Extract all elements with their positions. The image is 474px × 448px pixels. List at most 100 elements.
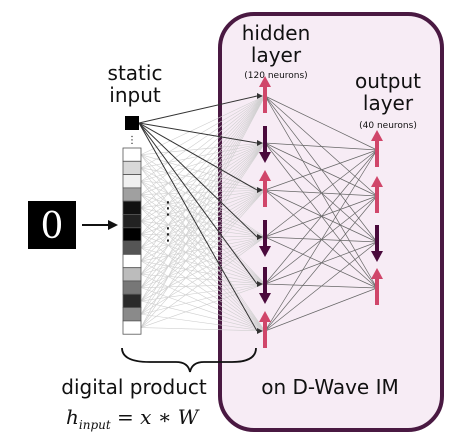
input-edge [140, 95, 266, 222]
pixel-ellipsis: ⋮ [159, 198, 177, 219]
input-edge [140, 283, 266, 315]
static-label-1: static [108, 61, 163, 85]
static-edge [138, 95, 258, 124]
coupling-edge [264, 149, 378, 332]
digital-product-label: digital product [61, 375, 207, 399]
input-edge [140, 142, 266, 275]
input-edge [140, 260, 266, 332]
input-edge [140, 95, 266, 235]
spin-up-arrow-icon [371, 176, 383, 213]
input-edge [140, 260, 266, 285]
coupling-edge [264, 149, 378, 285]
static-edge [138, 122, 258, 285]
output-count: (40 neurons) [359, 121, 417, 131]
static-label-2: input [109, 83, 161, 107]
coupling-edge [264, 149, 378, 238]
input-edge [140, 300, 266, 332]
pixel-cell [122, 253, 142, 269]
pixel-cell [122, 227, 142, 242]
input-edge [140, 142, 266, 222]
input-edge [140, 167, 266, 285]
input-edge [140, 95, 266, 169]
coupling-edge [264, 142, 378, 289]
input-arrow-icon [82, 220, 118, 230]
input-edge [140, 154, 266, 332]
spin-up-arrow-icon [371, 130, 383, 167]
static-edge [138, 122, 258, 332]
input-edge [140, 95, 266, 262]
hidden-title-2: layer [251, 43, 302, 67]
coupling-edge [264, 287, 378, 332]
coupling-edge [264, 95, 378, 289]
input-edge [140, 234, 266, 285]
input-edge [140, 189, 266, 262]
pixel-cell [122, 160, 142, 176]
coupling-edge [264, 95, 378, 197]
coupling-edge [264, 236, 378, 243]
input-edge [140, 236, 266, 262]
input-edge [140, 142, 266, 209]
static-edge-arrowhead [257, 328, 263, 334]
pixel-cell [122, 307, 142, 322]
input-edge [140, 154, 266, 238]
static-edge-arrowhead [257, 93, 263, 99]
input-edge [140, 142, 266, 155]
input-edge [140, 236, 266, 328]
input-edge [140, 142, 266, 262]
coupling-edge [264, 142, 378, 151]
input-edge [140, 194, 266, 285]
static-edge [138, 122, 258, 238]
input-edge [140, 274, 266, 285]
pixel-cell [122, 267, 142, 282]
static-edge [138, 122, 258, 191]
dwave-label: on D-Wave IM [261, 375, 398, 399]
input-edge [140, 313, 266, 332]
coupling-edge [264, 95, 378, 151]
static-input-edges [138, 93, 263, 334]
input-edge [140, 180, 266, 238]
input-edge [140, 287, 266, 332]
coupling-edge [264, 142, 378, 197]
input-edge [140, 283, 266, 288]
spin-down-arrow-icon [259, 220, 271, 257]
input-edge [140, 274, 266, 332]
output-title-1: output [355, 69, 421, 93]
input-edge [140, 189, 266, 328]
coupling-edge [264, 241, 378, 332]
output-title-2: layer [363, 91, 414, 115]
hidden-title-1: hidden [242, 21, 311, 45]
input-edge [140, 181, 266, 332]
static-edge-arrowhead [257, 234, 263, 240]
spin-down-arrow-icon [259, 126, 271, 163]
input-edge [140, 142, 266, 235]
coupling-edge [264, 283, 378, 289]
static-edge-arrowhead [257, 281, 263, 287]
formula: hinput = x ∗ W [66, 405, 200, 432]
input-edge [140, 189, 266, 302]
spin-up-arrow-icon [371, 268, 383, 305]
formula-rest: = x ∗ W [111, 405, 200, 429]
hidden-layer-spins [259, 76, 271, 348]
spin-up-arrow-icon [259, 170, 271, 207]
input-edge [140, 95, 266, 248]
static-edge [138, 122, 258, 144]
input-edge [140, 95, 266, 328]
pixel-cell [122, 293, 142, 308]
coupling-edge [264, 189, 378, 243]
input-edge [140, 142, 266, 195]
input-edge [140, 236, 266, 302]
input-edge [140, 154, 266, 285]
input-edge [140, 142, 266, 288]
static-dots: ⋮ [127, 135, 137, 146]
mnist-digit-glyph: 0 [41, 206, 64, 247]
hidden-to-output-edges [264, 95, 378, 332]
input-edge [140, 283, 266, 302]
input-edge [140, 220, 266, 332]
pixel-cell [122, 187, 142, 202]
input-edge [140, 142, 266, 315]
hidden-count: (120 neurons) [244, 71, 307, 81]
input-edge [140, 220, 266, 285]
pixel-cell [122, 147, 142, 162]
output-layer-spins [371, 130, 383, 305]
input-edge [140, 95, 266, 195]
